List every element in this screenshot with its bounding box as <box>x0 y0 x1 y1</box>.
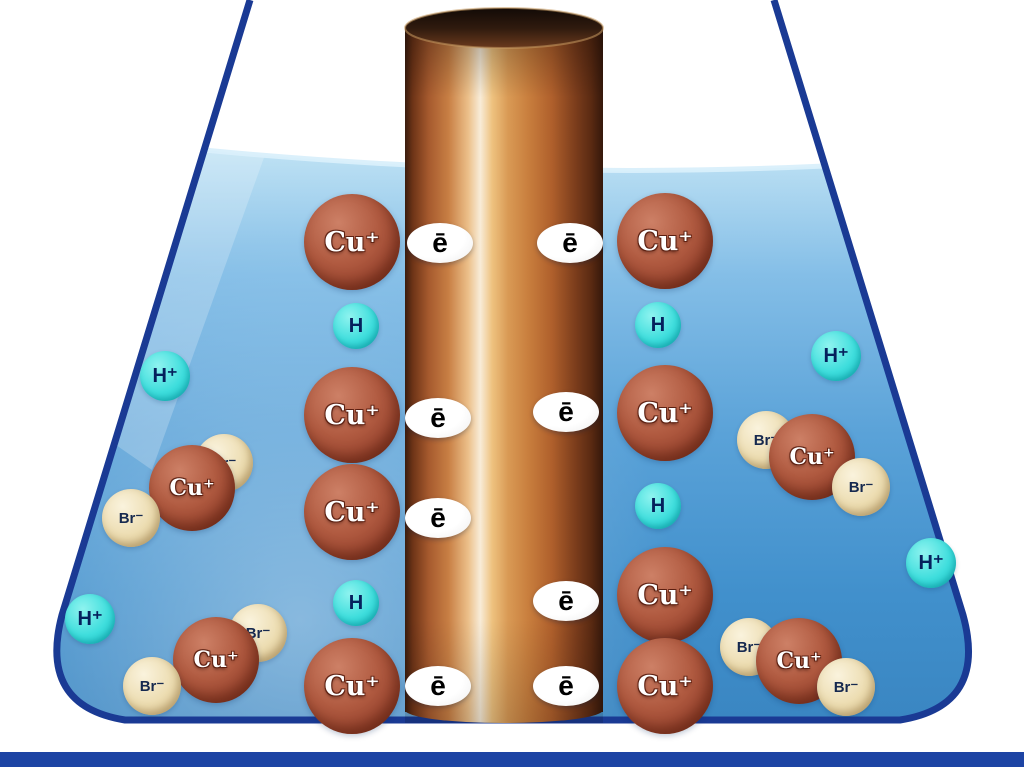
h-atom: H <box>635 302 681 348</box>
electron: ē <box>533 392 599 432</box>
electron: ē <box>405 498 471 538</box>
h-atom: H <box>333 580 379 626</box>
h-atom: H <box>635 483 681 529</box>
br-ion: Br⁻ <box>817 658 875 716</box>
electron: ē <box>405 666 471 706</box>
electron: ē <box>537 223 603 263</box>
bottom-bar <box>0 752 1024 767</box>
electron: ē <box>533 666 599 706</box>
electron: ē <box>405 398 471 438</box>
cu-ion: Cu⁺ <box>149 445 235 531</box>
h-plus-ion: H⁺ <box>140 351 190 401</box>
h-atom: H <box>333 303 379 349</box>
cu-ion: Cu⁺ <box>304 367 400 463</box>
cu-ion: Cu⁺ <box>304 638 400 734</box>
h-plus-ion: H⁺ <box>65 594 115 644</box>
cu-ion: Cu⁺ <box>617 193 713 289</box>
br-ion: Br⁻ <box>832 458 890 516</box>
h-plus-ion: H⁺ <box>811 331 861 381</box>
copper-rod-top <box>405 8 603 48</box>
cu-ion: Cu⁺ <box>617 547 713 643</box>
cu-ion: Cu⁺ <box>304 464 400 560</box>
cu-ion: Cu⁺ <box>304 194 400 290</box>
br-ion: Br⁻ <box>102 489 160 547</box>
h-plus-ion: H⁺ <box>906 538 956 588</box>
cu-ion: Cu⁺ <box>617 365 713 461</box>
cu-ion: Cu⁺ <box>173 617 259 703</box>
cu-ion: Cu⁺ <box>617 638 713 734</box>
electron: ē <box>533 581 599 621</box>
br-ion: Br⁻ <box>123 657 181 715</box>
electron: ē <box>407 223 473 263</box>
copper-rod <box>404 7 604 723</box>
copper-rod-top-rim <box>404 7 604 49</box>
